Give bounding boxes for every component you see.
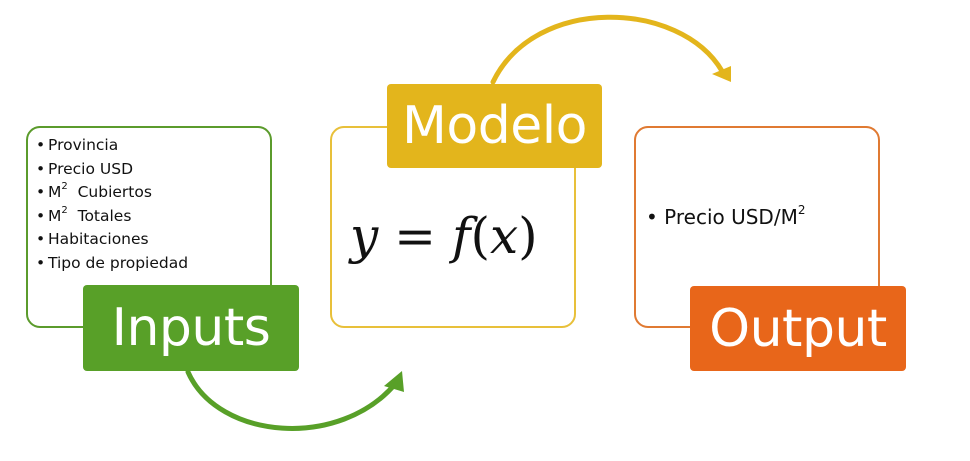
output-bullet: •: [646, 205, 658, 229]
output-label: Output: [690, 286, 906, 371]
inputs-label: Inputs: [83, 285, 299, 371]
model-label: Modelo: [387, 84, 602, 168]
inputs-to-model-arrow: [185, 369, 399, 431]
output-item: • Precio USD/M2: [646, 203, 806, 229]
input-item-tipo-de-propiedad: Tipo de propiedad: [36, 252, 188, 276]
input-item-habitaciones: Habitaciones: [36, 228, 188, 252]
inputs-to-model-arrowhead: [384, 371, 404, 392]
model-to-output-arrowhead: [712, 66, 731, 82]
input-item-provincia: Provincia: [36, 134, 188, 158]
input-item-m2-totales: M2 Totales: [36, 205, 188, 229]
input-item-precio-usd: Precio USD: [36, 158, 188, 182]
model-to-output-arrow: [490, 14, 725, 85]
model-formula: y = f(x): [350, 207, 538, 265]
inputs-list: Provincia Precio USD M2 Cubiertos M2 Tot…: [36, 134, 188, 275]
input-item-m2-cubiertos: M2 Cubiertos: [36, 181, 188, 205]
